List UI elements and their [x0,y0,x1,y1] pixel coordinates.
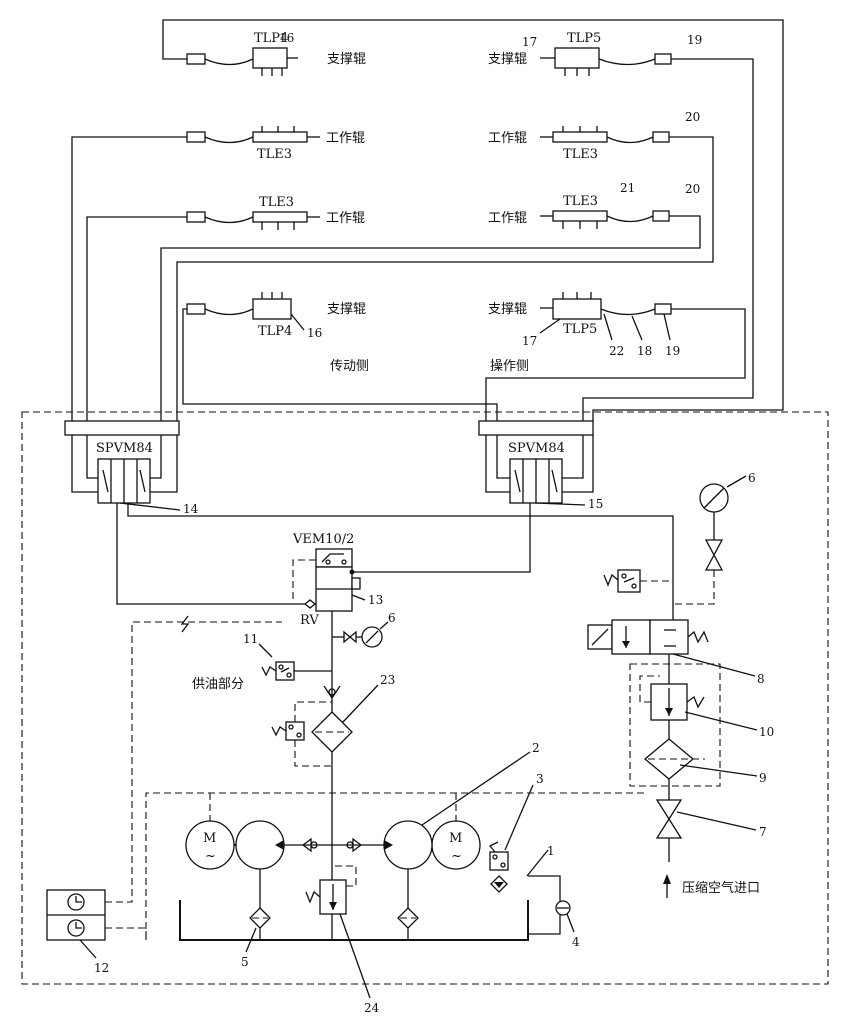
tlp4-label: TLP4 [258,324,292,339]
tlp5-label: TLP5 [563,322,597,337]
spvm84-valve-operator-side: SPVM84 15 [478,420,603,511]
air-inlet-label: 压缩空气进口 [682,880,760,896]
work-roll-label: 工作辊 [488,211,527,226]
callout-16: 16 [279,31,294,45]
tlp4-distributor-row4-left: TLP4 16 支撑辊 [186,292,366,340]
callout-15: 15 [588,497,603,511]
vem-label: VEM10/2 [292,532,354,547]
operator-side-label: 操作侧 [490,358,529,374]
callout-20: 20 [685,110,700,124]
callout-11: 11 [243,632,258,646]
callout-13: 13 [368,593,383,607]
vem-valve: VEM10/2 RV 13 [292,532,383,628]
return-line-right [352,503,531,573]
callout-17: 17 [522,334,537,348]
callout-3: 3 [536,772,544,786]
supply-lines [71,19,784,421]
filter-23: 23 [271,673,395,767]
motor-tilde: ~ [451,849,462,864]
pump-unit: M ~ M ~ 2 5 24 [145,741,645,1015]
work-roll-label: 工作辊 [326,211,365,226]
callout-6: 6 [388,611,396,625]
callout-18: 18 [637,344,652,358]
motor-label: M [449,831,462,846]
system-boundary [21,411,829,985]
spvm84-label: SPVM84 [508,441,565,456]
callout-12: 12 [94,961,109,975]
rv-label: RV [300,613,319,628]
pressure-gauge-6: 6 [332,611,396,648]
support-roll-label: 支撑辊 [327,302,366,317]
callout-21: 21 [620,181,635,195]
tlp4-label: TLP4 [254,31,288,46]
callout-20: 20 [685,182,700,196]
timer-controller-12: 12 [46,615,282,975]
tle3-distributor-row3-right: TLE3 21 20 工作辊 [488,181,700,229]
callout-2: 2 [532,741,540,755]
callout-23: 23 [380,673,395,687]
tle3-distributor-row2-right: TLE3 20 工作辊 [488,110,700,162]
pneumatic-unit: 6 8 10 9 [587,471,774,898]
callout-10: 10 [759,725,774,739]
tlp5-distributor-top-right: TLP5 17 19 支撑辊 [488,31,702,76]
air-line [127,503,674,620]
callout-17: 17 [522,35,537,49]
return-line-left [116,503,305,605]
callout-1: 1 [547,844,555,858]
callout-19: 19 [687,33,702,47]
work-roll-label: 工作辊 [326,131,365,146]
spvm84-label: SPVM84 [96,441,153,456]
tle3-label: TLE3 [259,195,294,210]
callout-6: 6 [748,471,756,485]
tle3-label: TLE3 [563,194,598,209]
tlp5-label: TLP5 [567,31,601,46]
check-valve [323,685,341,700]
tle3-label: TLE3 [563,147,598,162]
support-roll-label: 支撑辊 [327,52,366,67]
callout-7: 7 [759,825,767,839]
callout-19: 19 [665,344,680,358]
motor-tilde: ~ [205,849,216,864]
callout-22: 22 [609,344,624,358]
callout-5: 5 [241,955,249,969]
callout-4: 4 [572,935,580,949]
tlp4-distributor-top-left: TLP4 16 支撑辊 [186,31,366,76]
callout-24: 24 [364,1001,380,1015]
motor-label: M [203,831,216,846]
work-roll-label: 工作辊 [488,131,527,146]
callout-8: 8 [757,672,765,686]
callout-16: 16 [307,326,322,340]
tlp5-distributor-row4-right: TLP5 17 22 18 19 支撑辊 [488,292,680,358]
callout-9: 9 [759,771,767,785]
support-roll-label: 支撑辊 [488,52,527,67]
tle3-distributor-row3-left: TLE3 工作辊 [186,195,365,230]
spvm84-valve-drive-side: SPVM84 14 [64,420,199,516]
tle3-label: TLE3 [257,147,292,162]
pressure-switch-11: 11 供油部分 [192,632,332,692]
tle3-distributor-row2-left: TLE3 工作辊 [186,126,365,162]
oil-supply-label: 供油部分 [192,677,244,692]
drive-side-label: 传动侧 [330,359,369,374]
support-roll-label: 支撑辊 [488,302,527,317]
callout-14: 14 [183,502,199,516]
